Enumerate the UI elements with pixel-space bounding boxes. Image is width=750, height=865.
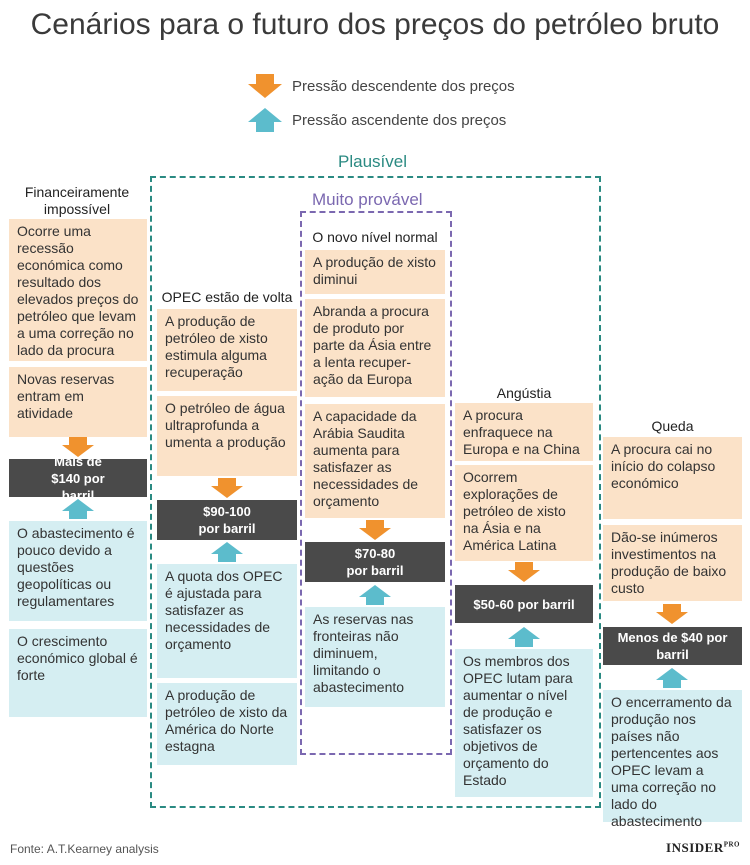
up-arrow-icon xyxy=(62,499,94,519)
down-factor: A procura cai no início do colapso econó… xyxy=(603,437,742,519)
up-factor: Os membros dos OPEC lutam para aumentar … xyxy=(455,649,593,797)
price-label: $70-80 por barril xyxy=(305,542,445,582)
price-label: Mais de $140 por barril xyxy=(9,454,147,503)
plausible-frame xyxy=(150,176,601,808)
down-factor: Novas reservas entram em atividade xyxy=(9,367,147,437)
down-arrow-icon xyxy=(359,520,391,540)
brand-name: INSIDER xyxy=(666,840,724,855)
down-factor: A capacidade da Arábia Saudita aumenta p… xyxy=(305,404,445,518)
column-heading: Queda xyxy=(651,418,694,434)
page-title: Cenários para o futuro dos preços do pet… xyxy=(30,8,720,41)
down-arrow-icon xyxy=(211,478,243,498)
down-factor: Dão-se inúmeros investimentos na produçã… xyxy=(603,525,742,601)
up-arrow-icon xyxy=(211,542,243,562)
down-arrow-icon xyxy=(62,437,94,457)
up-factor: O encerramento da produção nos países nã… xyxy=(603,690,742,829)
down-arrow-icon xyxy=(248,74,282,98)
down-arrow-icon xyxy=(508,562,540,582)
up-arrow-icon xyxy=(656,668,688,688)
up-arrow-icon xyxy=(248,108,282,132)
up-factor: O abastecimento é pouco devido a questõe… xyxy=(9,521,147,621)
down-factor: Abranda a procura de produto por parte d… xyxy=(305,299,445,397)
down-factor: A produção de petróleo de xisto estimula… xyxy=(157,309,297,391)
down-factor: O petróleo de água ultraprofunda a ument… xyxy=(157,396,297,476)
very-likely-frame xyxy=(300,211,452,755)
source-note: Fonte: A.T.Kearney analysis xyxy=(10,842,159,856)
up-factor: O crescimento económico global é forte xyxy=(9,629,147,717)
up-factor: A produção de petróleo de xisto da Améri… xyxy=(157,683,297,765)
legend-down-label: Pressão descendente dos preços xyxy=(292,77,515,95)
column-heading: O novo nível normal xyxy=(312,229,438,245)
very-likely-label: Muito provável xyxy=(312,190,423,209)
legend-down: Pressão descendente dos preços xyxy=(248,74,515,98)
up-factor: As reservas nas fronteiras não diminuem,… xyxy=(305,607,445,707)
price-label: Menos de $40 por barril xyxy=(603,627,742,665)
legend-up: Pressão ascendente dos preços xyxy=(248,108,506,132)
column-heading: Angústia xyxy=(496,385,552,401)
price-label: $90-100 por barril xyxy=(157,500,297,540)
brand-sup: PRO xyxy=(723,840,740,849)
down-factor: Ocorre uma recessão económica como resul… xyxy=(9,219,147,361)
down-factor: A produção de xisto diminui xyxy=(305,250,445,294)
column-heading: OPEC estão de volta xyxy=(161,289,293,305)
up-arrow-icon xyxy=(359,585,391,605)
column-heading: Financeiramente impossível xyxy=(24,184,130,217)
plausible-label: Plausível xyxy=(338,152,407,171)
up-arrow-icon xyxy=(508,627,540,647)
down-arrow-icon xyxy=(656,604,688,624)
legend-up-label: Pressão ascendente dos preços xyxy=(292,111,507,129)
brand-logo: INSIDERPRO xyxy=(666,840,740,856)
down-factor: A procura enfraquece na Europa e na Chin… xyxy=(455,403,593,461)
down-factor: Ocorrem explorações de petróleo de xisto… xyxy=(455,465,593,561)
price-label: $50-60 por barril xyxy=(455,585,593,623)
up-factor: A quota dos OPEC é ajustada para satisfa… xyxy=(157,564,297,678)
